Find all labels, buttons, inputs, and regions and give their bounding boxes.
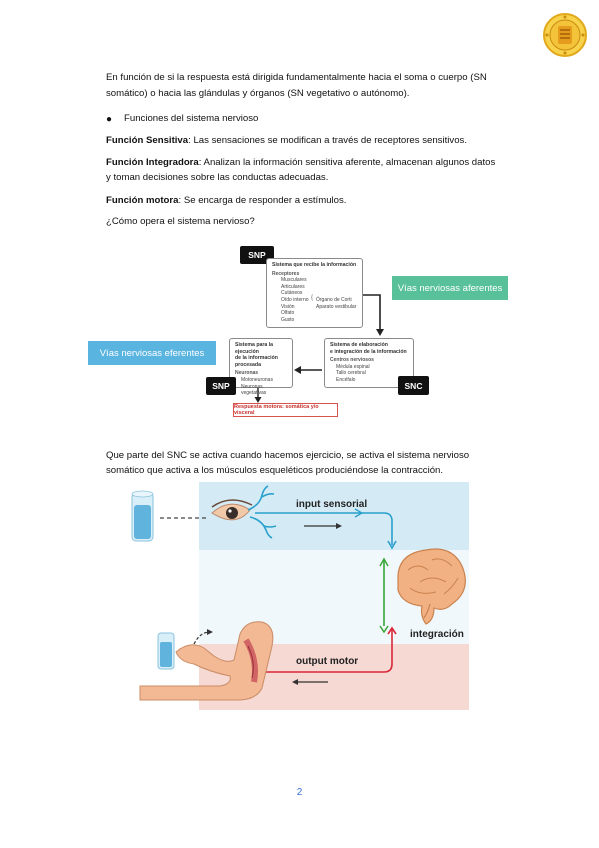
sensitive-text: : Las sensaciones se modifican a través … — [188, 135, 468, 146]
box2-title-2: de la información procesada — [235, 355, 278, 368]
snc-tag: SNC — [398, 376, 429, 395]
afferent-pathways-label: Vías nerviosas aferentes — [392, 276, 508, 300]
motor-response-box: Respuesta motora: somática y/o visceral — [233, 403, 338, 417]
brace-icon: { — [311, 295, 314, 301]
box1-side-item: Aparato vestibular — [316, 303, 357, 310]
snp-tag-top: SNP — [240, 246, 274, 264]
output-motor-label: output motor — [296, 656, 359, 667]
held-glass-icon — [157, 632, 175, 670]
box1-item: Musculares — [281, 277, 307, 284]
water-glass-icon — [131, 490, 154, 542]
execution-system-box: Sistema para la ejecución de la informac… — [229, 338, 293, 396]
box3-item: Encéfalo — [336, 376, 356, 383]
efferent-pathways-label: Vías nerviosas eferentes — [88, 341, 216, 365]
box3-item: Tallo cerebral — [336, 370, 366, 377]
box1-item: Oído interno — [281, 296, 309, 303]
snc-paragraph-line-2: somático que activa a los músculos esque… — [106, 465, 444, 476]
arm-icon — [139, 621, 274, 701]
sensitive-function-line: Función Sensitiva: Las sensaciones se mo… — [106, 133, 467, 148]
page-number: 2 — [296, 787, 303, 798]
box1-title: Sistema que recibe la información — [272, 262, 357, 268]
snp-tag-bottom: SNP — [206, 377, 236, 395]
box3-title-1: Sistema de elaboración — [330, 342, 388, 348]
bullet-icon: ● — [106, 114, 113, 125]
box2-heading: Neuronas — [235, 370, 259, 377]
brain-icon — [397, 548, 466, 625]
box3-item: Médula espinal — [336, 363, 370, 370]
snc-paragraph-line-1: Que parte del SNC se activa cuando hacem… — [106, 450, 470, 461]
sensory-nerve-fibers — [247, 485, 384, 539]
box3-title-2: e integración de la información — [330, 348, 407, 355]
question-text: ¿Cómo opera el sistema nervioso? — [106, 216, 255, 227]
integrative-text-1: : Analizan la información sensitiva afer… — [198, 157, 496, 168]
box1-heading: Receptores — [272, 270, 300, 277]
input-sensorial-label: input sensorial — [296, 499, 368, 510]
motor-term: Función motora — [106, 195, 179, 206]
receiving-system-box: Sistema que recibe la información Recept… — [266, 258, 363, 328]
box2-item: Neuronas vegetativas — [241, 383, 267, 397]
integrative-text-2: y toman decisiones sobre las conductas a… — [106, 172, 329, 183]
box1-side-item: Órgano de Corti — [316, 297, 352, 303]
box1-item: Visión — [281, 303, 295, 310]
integrative-term: Función Integradora — [106, 157, 199, 168]
integration-label: integración — [410, 629, 464, 640]
eye-icon — [211, 499, 253, 521]
sensitive-term: Función Sensitiva — [106, 135, 189, 146]
box3-heading: Centros nerviosos — [330, 357, 374, 364]
box1-item: Olfato — [281, 310, 295, 317]
motor-function-line: Función motora: Se encarga de responder … — [106, 193, 346, 208]
box1-item: Cutáneos — [281, 290, 303, 297]
box1-item: Gusto — [281, 316, 295, 323]
intro-line-1: En función de si la respuesta está dirig… — [106, 72, 487, 83]
integrative-function-line: Función Integradora: Analizan la informa… — [106, 155, 495, 170]
university-seal-logo — [543, 13, 587, 57]
box1-item: Articulares — [281, 283, 305, 290]
motor-text: : Se encarga de responder a estímulos. — [178, 195, 347, 206]
intro-line-2: somático) o hacia las glándulas y órgano… — [106, 88, 410, 99]
bullet-functions: Funciones del sistema nervioso — [124, 113, 259, 124]
box2-item: Motoneuronas — [241, 376, 273, 383]
box2-title-1: Sistema para la ejecución — [235, 342, 274, 355]
motor-line — [246, 628, 393, 673]
